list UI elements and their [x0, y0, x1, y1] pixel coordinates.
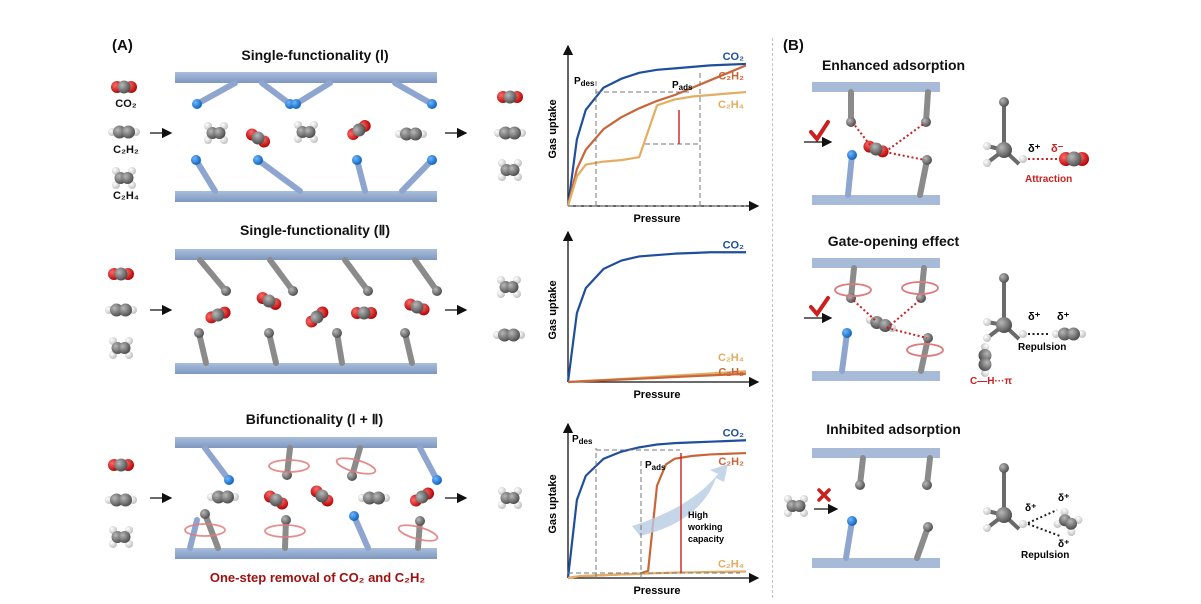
series-label-2: C₂H₄	[718, 99, 744, 111]
series-label-1: C₂H₂	[718, 456, 744, 468]
series-label-2: C₂H₄	[718, 558, 744, 570]
delta-plus-1: δ⁺	[1028, 143, 1041, 155]
row3-title: Bifunctionality (Ⅰ + Ⅱ)	[245, 411, 384, 427]
panel-a-label: (A)	[112, 37, 133, 54]
delta-plus-2b: δ⁺	[1057, 311, 1070, 323]
series-label-2: C₂H₂	[718, 367, 744, 379]
delta-plus-3b: δ⁺	[1058, 493, 1069, 504]
delta-plus-2a: δ⁺	[1028, 311, 1041, 323]
x-axis-label: Pressure	[633, 585, 680, 597]
p-ads-label-1: Pads	[672, 80, 693, 92]
p-des-label-3: Pdes	[572, 434, 593, 446]
series-line-0	[566, 251, 746, 383]
enhanced-adsorption-title: Enhanced adsorption	[821, 57, 966, 73]
p-des-label-1: Pdes	[574, 76, 595, 88]
y-axis-label: Gas uptake	[547, 99, 559, 158]
panel-b-label: (B)	[783, 37, 804, 54]
series-line-2	[567, 570, 747, 580]
y-axis-label: Gas uptake	[547, 474, 559, 533]
bottom-caption: One-step removal of CO₂ and C₂H₂	[209, 570, 426, 585]
panel-divider	[772, 38, 773, 598]
series-label-0: CO₂	[723, 51, 745, 63]
gate-opening-title: Gate-opening effect	[827, 233, 960, 249]
working-capacity-arrow	[632, 464, 728, 536]
x-axis-label: Pressure	[633, 389, 680, 401]
p-ads-label-3: Pads	[645, 460, 666, 472]
chart-row2: Pressure Gas uptake CO₂ C₂H₄ C₂H₂	[547, 230, 760, 401]
repulsion-label-1: Repulsion	[1018, 342, 1066, 353]
capacity-text-0: High	[688, 510, 708, 520]
delta-minus-1: δ⁻	[1051, 143, 1064, 155]
ch-pi-label: C—H···π	[970, 376, 1012, 387]
series-label-1: C₂H₄	[718, 352, 744, 364]
inhibited-adsorption-title: Inhibited adsorption	[826, 421, 961, 437]
row1-title: Single-functionality (Ⅰ)	[241, 47, 389, 63]
series-line-0	[566, 62, 747, 207]
panel-b-schematic: δ⁺ δ⁻ Attraction δ⁺ δ⁺ Repulsion C—H···π	[784, 82, 1089, 568]
y-axis-label: Gas uptake	[547, 280, 559, 339]
capacity-text-1: working	[687, 522, 723, 532]
delta-plus-3a: δ⁺	[1025, 503, 1036, 514]
chart-row3: Pressure Gas uptake CO₂ C₂H₂ C₂H₄ PdesPadsHig…	[547, 422, 760, 597]
chart-row1: Pressure Gas uptake CO₂ C₂H₂ C₂H₄ Pdes Pads	[547, 44, 760, 225]
series-label-0: CO₂	[723, 427, 745, 439]
series-line-2	[567, 372, 747, 384]
repulsion-label-2: Repulsion	[1021, 550, 1069, 561]
capacity-text-2: capacity	[688, 534, 724, 544]
guide-lines-1	[568, 70, 746, 207]
co2-label: CO₂	[115, 98, 137, 110]
guide-lines-3	[568, 448, 740, 578]
c2h2-label: C₂H₂	[113, 144, 139, 156]
series-label-1: C₂H₂	[718, 70, 744, 82]
series-line-0	[566, 439, 747, 579]
row2-title: Single-functionality (Ⅱ)	[240, 222, 390, 238]
c2h4-label: C₂H₄	[112, 190, 140, 202]
attraction-label: Attraction	[1025, 174, 1072, 185]
series-label-0: CO₂	[723, 239, 745, 251]
series-line-2	[566, 90, 747, 207]
panel-a-schematic	[105, 72, 526, 559]
delta-plus-3c: δ⁺	[1058, 539, 1069, 550]
x-axis-label: Pressure	[633, 213, 680, 225]
series-line-1	[566, 64, 747, 207]
